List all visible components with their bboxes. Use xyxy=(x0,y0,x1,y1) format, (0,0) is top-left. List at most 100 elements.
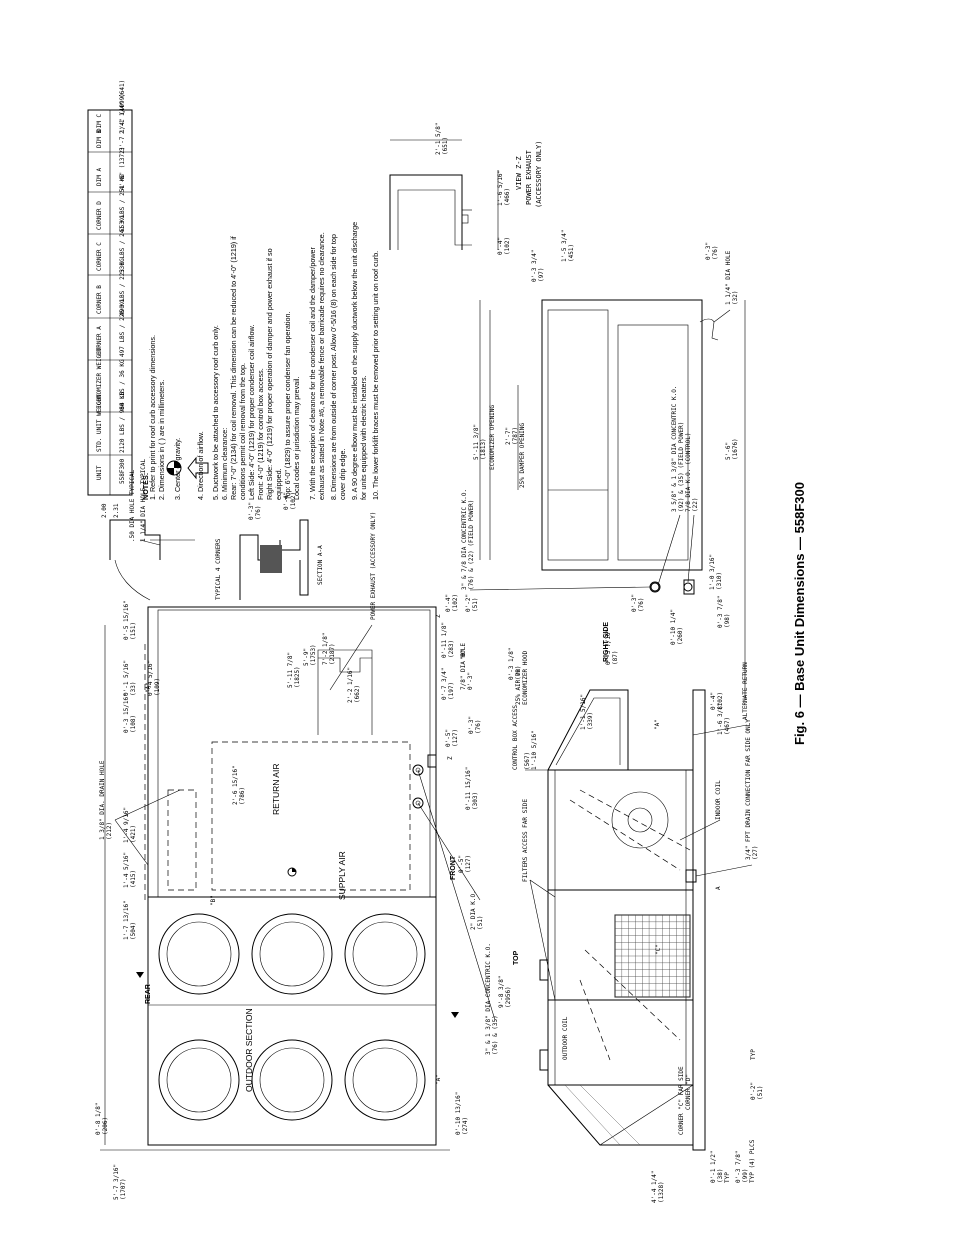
figure-caption: Fig. 6 — Base Unit Dimensions — 558F300 xyxy=(792,482,807,745)
corner-c-label: CORNER "C" FAR SIDE xyxy=(678,1066,685,1135)
side-ko-field-label: 3 5/8" & 1 3/8" DIA CONCENTRIC K.O. xyxy=(671,386,678,512)
th-corner-a: CORNER A xyxy=(96,326,103,355)
note-7: 7. With the exception of clearance for t… xyxy=(308,246,317,500)
drain-hole-mm: (212) xyxy=(106,822,113,840)
dim-0-2b: 0'-2" xyxy=(750,1082,757,1100)
dim-2-31: 2.31 xyxy=(113,503,120,518)
dim-0-11a-mm: (303) xyxy=(472,792,479,810)
section-aa-label: SECTION A-A xyxy=(317,545,324,585)
view-zz-label: VIEW Z-Z xyxy=(515,156,523,190)
dim-0-1-mm: (33) xyxy=(130,682,137,696)
note-6h: Local codes or jurisdiction may prevail. xyxy=(292,377,301,500)
top-label: TOP xyxy=(513,950,520,965)
marker-b-top: "B" xyxy=(460,649,467,660)
dim-0-1b-mm: (38) xyxy=(717,1169,724,1183)
marker-b-mid: "B" xyxy=(210,895,217,906)
td-corner-c: 530 LBS / 241 KG xyxy=(119,215,126,273)
dim-1-5-mm: (451) xyxy=(568,244,575,262)
right-side-label: RIGHT SIDE xyxy=(603,622,610,662)
note-7b: exhaust as stated in Note #6, a removabl… xyxy=(317,232,326,500)
drain-connection-mm: (27) xyxy=(752,846,759,860)
td-econ: 80 LBS / 36 KG xyxy=(119,359,126,410)
weights-dimensions-table: UNIT STD. UNIT WEIGHT ECONOMIZER WEIGHT … xyxy=(87,80,133,496)
corner-d-label: CORNER "D" xyxy=(685,1074,692,1110)
dim-2-2: 2'-2 1/16" xyxy=(347,667,354,703)
top-view-leaders xyxy=(100,539,496,1151)
dim-0-3d: 0'-3 1/8" xyxy=(508,647,515,680)
dim-0-4: 0'-4 5/16" xyxy=(147,660,154,696)
dim-0-3f-mm: (97) xyxy=(538,268,545,282)
dim-5-6-mm: (1676) xyxy=(732,438,739,460)
th-corner-c: CORNER C xyxy=(96,242,103,271)
dim-0-8-mm: (206) xyxy=(102,1117,109,1135)
dim-2-7: 2'-7" xyxy=(505,427,512,445)
air-hood-label: 25% AIR OR xyxy=(515,668,522,705)
control-box-label: CONTROL BOX ACCESS xyxy=(512,705,519,770)
td-weight: 2120 LBS / 964 KG xyxy=(119,391,126,453)
dim-1-6b: 1'-6 5/16" xyxy=(497,170,504,206)
dim-0-3g-mm: (99) xyxy=(742,1169,749,1183)
dim-0-3b: 0'-3" xyxy=(468,716,475,734)
dim-2-7-mm: (787) xyxy=(512,427,519,445)
dim-9-8: 9'-8 3/8" xyxy=(498,975,505,1008)
dia-hole-114-mm: (32) xyxy=(732,291,739,305)
marker-a-top: "A" xyxy=(145,682,152,693)
view-z-z: VIEW Z-Z POWER EXHAUST (ACCESSORY ONLY) … xyxy=(389,122,543,255)
airflow-arrow-icon xyxy=(187,456,209,480)
marker-z-1: Z xyxy=(447,756,454,760)
dim-1-0: 1'-0 3/16" xyxy=(709,554,716,590)
dim-0-3f: 0'-3 3/4" xyxy=(531,249,538,282)
dim-0-11a: 0'-11 15/16" xyxy=(465,767,472,810)
note-9: 9. A 90 degree elbow must be installed o… xyxy=(350,222,359,500)
dim-2-00: 2.00 xyxy=(101,503,108,518)
th-econ: ECONOMIZER WEIGHT xyxy=(96,347,103,409)
indoor-coil-label: INDOOR COIL xyxy=(715,780,722,820)
dim-0-1b: 0'-1 1/2" xyxy=(710,1150,717,1183)
th-dim-c: DIM C xyxy=(96,114,103,132)
th-dim-a: DIM A xyxy=(96,168,103,186)
drain-hole-label: 1 3/8" DIA. DRAIN HOLE xyxy=(99,760,106,840)
dim-2-6-mm: (786) xyxy=(239,787,246,805)
condenser-fans xyxy=(158,913,426,1121)
supply-air-label: SUPPLY AIR xyxy=(337,851,347,900)
section-a-a: TYPICAL 4 CORNERS SECTION A-A 0'-3" (76)… xyxy=(109,492,377,691)
marker-a-side: "A" xyxy=(654,719,661,730)
note-3: 3. Center of gravity. xyxy=(173,438,182,500)
dim-5-9-mm: (1753) xyxy=(310,644,317,666)
dim-1-7-mm: (504) xyxy=(130,922,137,940)
note-1: 1. Refer to print for roof curb accessor… xyxy=(148,335,157,500)
dim-0-2-mm: (51) xyxy=(472,598,479,612)
marker-c-side: "C" xyxy=(655,944,662,955)
dim-0-7: 0'-7 3/4" xyxy=(441,667,448,700)
dia-hole-78-dim: 0'-3" xyxy=(467,672,474,690)
drain-connection-label: 3/4" FPT DRAIN CONNECTION FAR SIDE ONLY xyxy=(745,719,752,860)
dia-114-label: 1 1/4" DIA HOLE TYPICAL xyxy=(140,459,147,542)
front-label: FRONT xyxy=(450,855,457,880)
outdoor-coil-grid xyxy=(614,914,691,998)
view-zz-sub: POWER EXHAUST xyxy=(525,149,533,205)
sec-dim-0-4-mm: (102) xyxy=(290,492,297,510)
td-corner-b: 490 LBS / 223 KG xyxy=(119,258,126,316)
dim-5-6: 5'-6" xyxy=(725,442,732,460)
note-6: 6. Minimum clearance: xyxy=(220,428,229,500)
dim-0-11b: 0'-11 1/8" xyxy=(441,622,448,658)
dim-0-10b-mm: (260) xyxy=(677,627,684,645)
dim-0-3: 0'-3 15/16" xyxy=(123,693,130,733)
td-dim-b: 3'-7 1/4" (1099) xyxy=(119,93,126,151)
note-6g: Top: 6'-0" (1829) to assure proper conde… xyxy=(283,311,292,500)
note-10: 10. The lower forklift braces must be re… xyxy=(371,251,380,500)
dim-0-3e: 0'-3 7/8" xyxy=(717,595,724,628)
dim-1-6-mm: (467) xyxy=(724,717,731,735)
typ-label-1: TYP xyxy=(724,1172,731,1183)
note-6b: conditions permit coil removal from the … xyxy=(238,363,247,500)
side-dimensions: 4'-4 1/4" (1328) 0'-1 1/2" (38) TYP 0'-3… xyxy=(508,554,764,1203)
dim-1-5: 1'-5 3/4" xyxy=(561,229,568,262)
dia-50-label: .50 DIA HOLE TYPICAL xyxy=(129,469,136,542)
dim-0-3g: 0'-3 7/8" xyxy=(735,1150,742,1183)
sec-dim-0-3-mm: (76) xyxy=(255,506,262,520)
dim-0-3d-mm: (79) xyxy=(515,666,522,680)
note-4: 4. Direction of airflow. xyxy=(196,431,205,500)
dim-9-8-mm: (2956) xyxy=(505,986,512,1008)
